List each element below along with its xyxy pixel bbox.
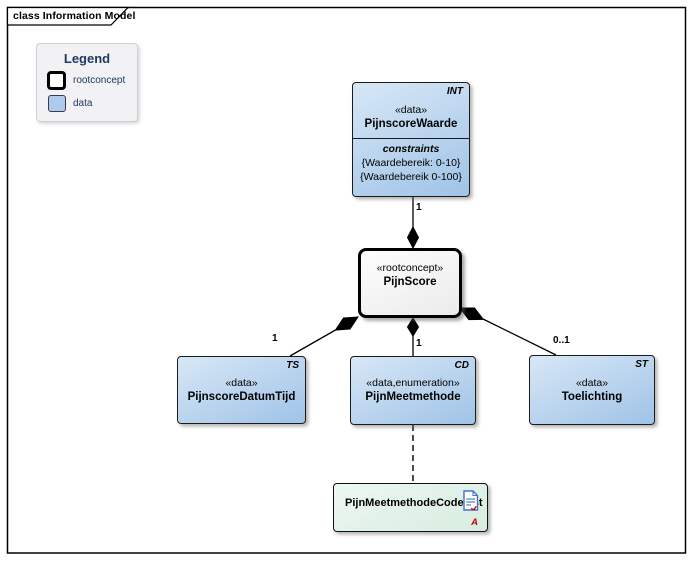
constraint-line: {Waardebereik: 0-10} <box>361 157 461 169</box>
multiplicity-waarde: 1 <box>416 202 422 213</box>
composition-diamond-waarde <box>406 225 420 250</box>
datatype-code: TS <box>286 360 299 371</box>
class-name: PijnscoreWaarde <box>364 118 458 130</box>
class-name: PijnscoreDatumTijd <box>187 391 296 403</box>
composition-diamond-meetmethode <box>406 317 420 337</box>
frame-title: class Information Model <box>13 10 136 22</box>
multiplicity-meetmethode: 1 <box>416 338 422 349</box>
multiplicity-datumtijd: 1 <box>272 333 278 344</box>
legend-item-label: data <box>73 98 93 109</box>
legend-item-rootconcept: rootconcept <box>47 71 137 90</box>
constraints-compartment: constraints {Waardebereik: 0-10} {Waarde… <box>353 138 469 183</box>
legend-box: Legend rootconcept data <box>36 43 138 122</box>
datatype-code: CD <box>454 360 469 371</box>
class-pijnscoredatumtijd[interactable]: TS «data» PijnscoreDatumTijd <box>177 356 306 424</box>
class-pijnmeetmethode[interactable]: CD «data,enumeration» PijnMeetmethode <box>350 356 476 425</box>
legend-item-data: data <box>47 95 137 112</box>
codelist-document-icon <box>462 490 479 516</box>
diagram-frame-border <box>6 6 687 554</box>
class-pijnscore[interactable]: «rootconcept» PijnScore <box>358 248 462 318</box>
stereotype-label: «rootconcept» <box>376 262 444 274</box>
artifact-pijnmeetmethodecodelijst[interactable]: PijnMeetmethodeCodelijst A <box>333 483 488 532</box>
composition-diamond-datumtijd <box>334 316 359 331</box>
stereotype-label: «data» <box>575 377 609 389</box>
connector-pijnscore-toelichting <box>482 318 557 356</box>
artifact-marker: A <box>471 517 478 528</box>
class-name: PijnMeetmethode <box>365 391 461 403</box>
frame-tab-shape <box>6 6 130 26</box>
data-swatch-icon <box>48 95 66 112</box>
stereotype-label: «data» <box>394 104 428 116</box>
stereotype-label: «data» <box>225 377 258 389</box>
stereotype-label: «data,enumeration» <box>366 377 460 389</box>
datatype-code: INT <box>446 86 463 97</box>
class-pijnscorewaarde[interactable]: INT «data» PijnscoreWaarde constraints {… <box>352 82 470 197</box>
datatype-code: ST <box>635 359 648 370</box>
composition-diamond-toelichting <box>458 307 485 321</box>
connector-pijnscore-datumtijd <box>289 329 336 357</box>
class-name: Toelichting <box>561 391 623 403</box>
artifact-name: PijnMeetmethodeCodelijst <box>345 497 483 509</box>
constraints-title: constraints <box>382 143 440 155</box>
multiplicity-toelichting: 0..1 <box>553 335 570 346</box>
constraint-line: {Waardebereik 0-100} <box>360 171 462 183</box>
class-name: PijnScore <box>383 276 437 288</box>
class-toelichting[interactable]: ST «data» Toelichting <box>529 355 655 425</box>
legend-title: Legend <box>63 51 111 66</box>
rootconcept-swatch-icon <box>47 71 66 90</box>
legend-item-label: rootconcept <box>73 75 126 86</box>
